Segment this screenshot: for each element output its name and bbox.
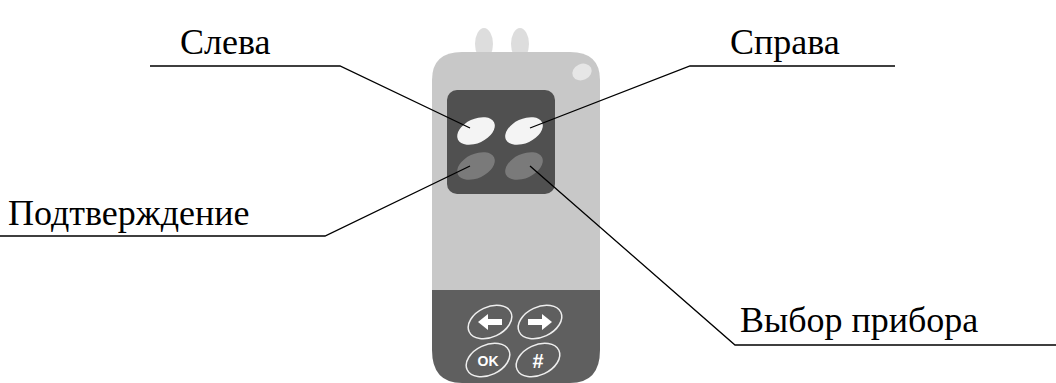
callout-label: Выбор прибора: [740, 300, 978, 340]
leader-line: [530, 166, 1056, 345]
key-label: OK: [473, 352, 503, 370]
key-outline: [463, 299, 517, 346]
indicator-light: [570, 61, 595, 84]
confirm-button: [453, 147, 499, 186]
left-arrow-symbol: [478, 314, 502, 330]
key-outline: [461, 337, 515, 383]
callout-label: Справа: [730, 22, 840, 62]
device-body: [432, 52, 600, 290]
button-panel: [447, 90, 555, 194]
leader-line: [150, 66, 470, 128]
callout-label: Подтверждение: [8, 193, 249, 233]
select-button: [501, 147, 547, 186]
key-outline: [511, 337, 565, 383]
key-label: #: [523, 349, 553, 373]
keypad-section: [432, 290, 600, 383]
left-button: [453, 112, 499, 151]
right-arrow-symbol: [528, 314, 552, 330]
leader-line: [0, 166, 470, 236]
callout-label: Слева: [180, 22, 270, 62]
key-outline: [513, 299, 567, 346]
right-button: [501, 112, 547, 151]
leader-line: [530, 66, 895, 128]
